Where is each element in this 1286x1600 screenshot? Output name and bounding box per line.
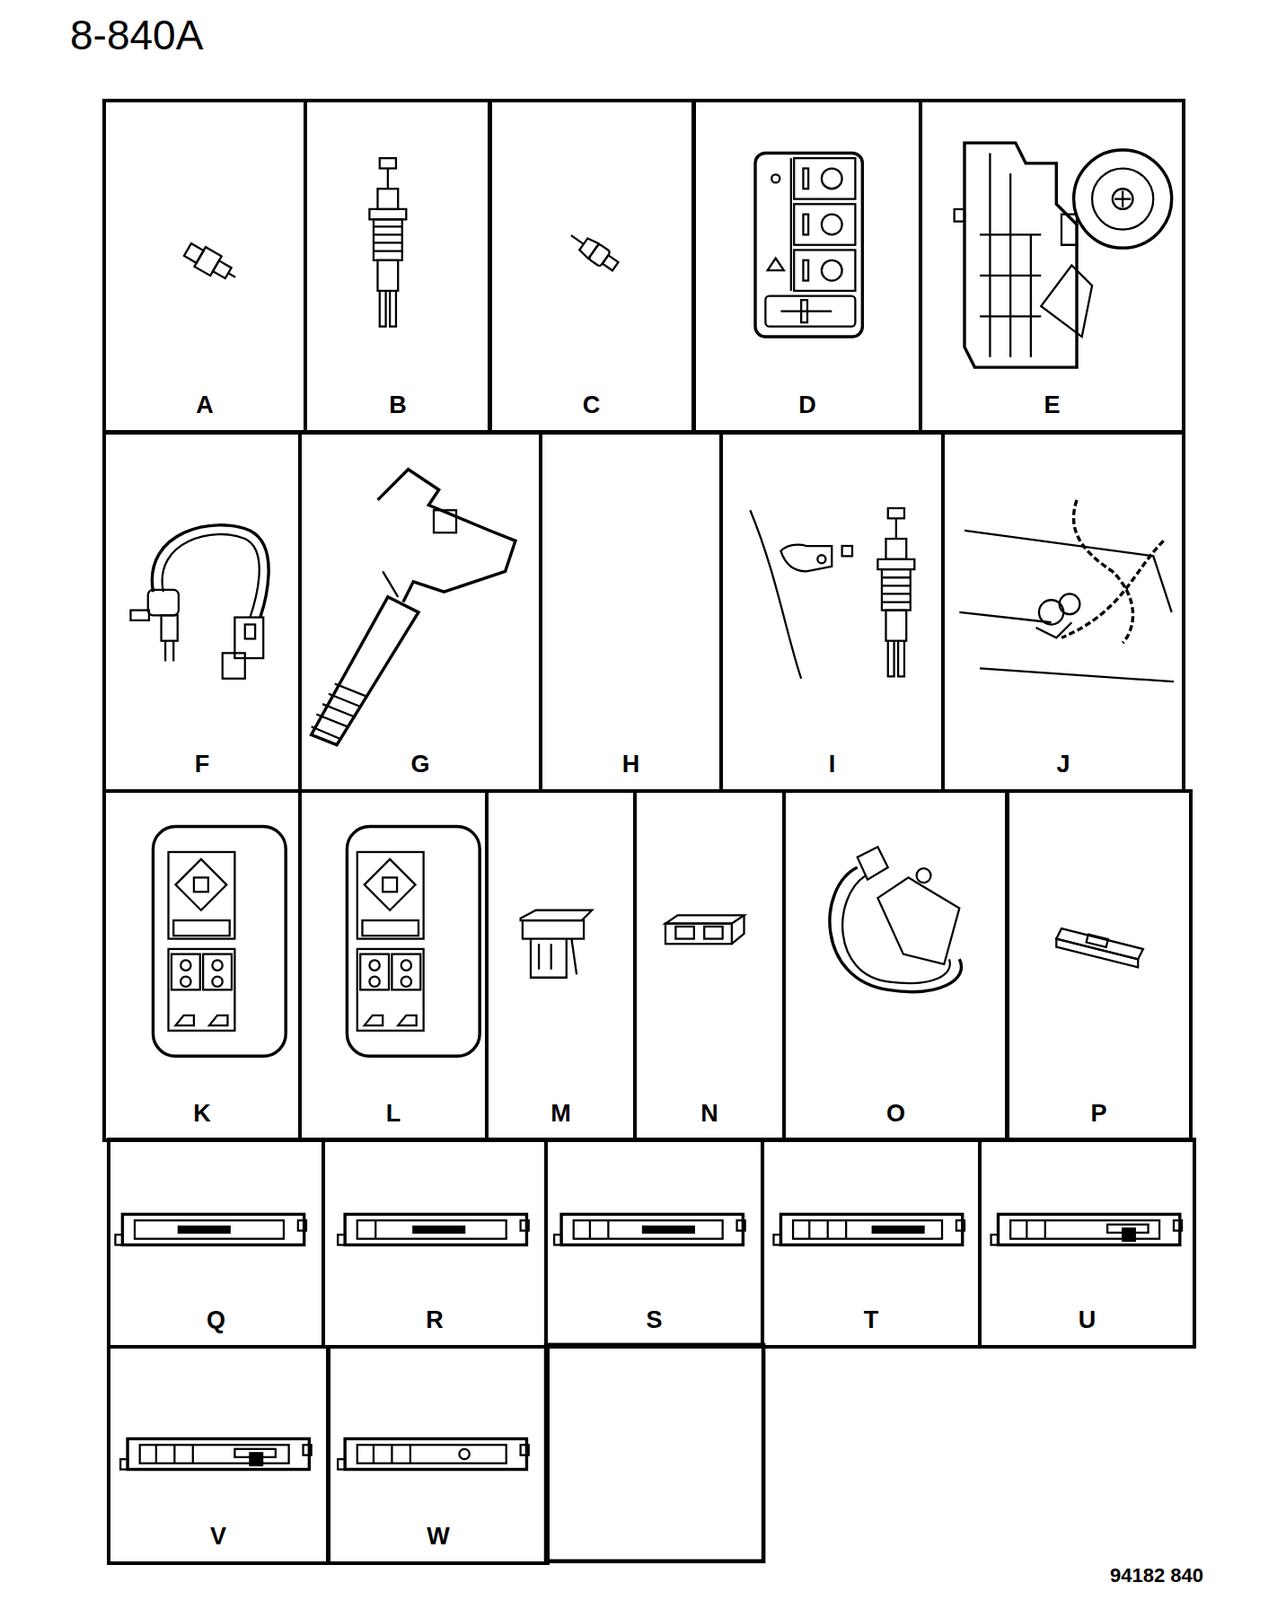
part-letter: F bbox=[105, 750, 299, 779]
part-letter: V bbox=[110, 1523, 326, 1551]
part-letter: N bbox=[636, 1100, 783, 1128]
drawing-number: 94182 840 bbox=[1109, 1564, 1204, 1588]
part-letter: C bbox=[491, 391, 692, 420]
part-letter: T bbox=[764, 1306, 978, 1335]
part-cell: E bbox=[918, 98, 1186, 434]
part-letter: K bbox=[105, 1100, 299, 1128]
part-letter: I bbox=[722, 750, 942, 779]
part-letter: Q bbox=[110, 1306, 322, 1335]
figure-number: 8-840A bbox=[70, 10, 203, 60]
part-cell: W bbox=[326, 1345, 550, 1566]
part-letter: S bbox=[547, 1306, 761, 1335]
part-letter: U bbox=[981, 1306, 1193, 1335]
part-cell: M bbox=[484, 789, 637, 1143]
part-letter: W bbox=[330, 1523, 547, 1551]
part-cell: A bbox=[102, 98, 308, 434]
part-cell: H bbox=[538, 431, 723, 793]
part-cell: N bbox=[633, 789, 786, 1143]
part-cell: G bbox=[298, 431, 543, 793]
part-letter: E bbox=[922, 391, 1182, 420]
part-cell: F bbox=[102, 431, 302, 793]
part-letter: O bbox=[785, 1100, 1006, 1128]
part-cell: D bbox=[692, 98, 923, 434]
part-cell: B bbox=[303, 98, 493, 434]
part-cell: J bbox=[941, 431, 1186, 793]
part-cell: L bbox=[298, 789, 489, 1143]
part-cell: V bbox=[106, 1345, 330, 1566]
part-cell: K bbox=[102, 789, 302, 1143]
part-cell: I bbox=[719, 431, 945, 793]
part-letter: A bbox=[105, 391, 304, 420]
part-cell: C bbox=[487, 98, 696, 434]
part-letter: H bbox=[542, 750, 720, 779]
part-letter: D bbox=[695, 391, 919, 420]
part-letter: J bbox=[944, 750, 1182, 779]
part-cell: U bbox=[977, 1137, 1197, 1349]
part-cell: S bbox=[544, 1137, 765, 1349]
part-letter: L bbox=[301, 1100, 485, 1128]
part-letter: M bbox=[488, 1100, 634, 1128]
part-cell: P bbox=[1004, 789, 1193, 1143]
part-letter: G bbox=[301, 750, 539, 779]
part-cell: O bbox=[782, 789, 1010, 1143]
part-letter: P bbox=[1008, 1100, 1190, 1128]
part-letter: R bbox=[325, 1306, 545, 1335]
part-letter: B bbox=[307, 391, 489, 420]
part-cell: R bbox=[321, 1137, 548, 1349]
part-cell: Q bbox=[106, 1137, 326, 1349]
part-cell: T bbox=[760, 1137, 982, 1349]
